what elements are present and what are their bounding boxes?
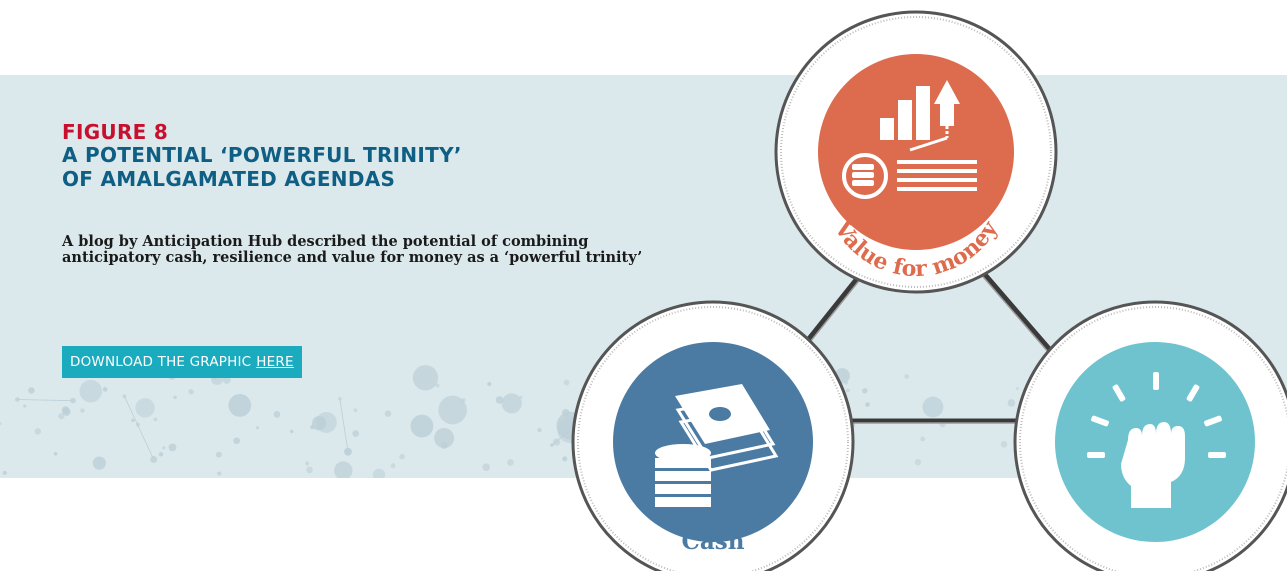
node-value-for-money: Value for money	[774, 10, 1058, 294]
description-line: A blog by Anticipation Hub described the…	[62, 233, 589, 250]
node-cash: Cash	[571, 300, 855, 571]
download-label: DOWNLOAD THE GRAPHIC	[70, 354, 252, 370]
download-link[interactable]: HERE	[256, 354, 294, 370]
chart-arrow-money-icon	[842, 80, 977, 199]
raised-fist-icon	[1087, 372, 1226, 508]
figure-label: FIGURE 8	[62, 120, 169, 144]
title-line: A POTENTIAL ‘POWERFUL TRINITY’	[62, 143, 462, 167]
banknotes-coins-icon	[655, 384, 779, 507]
title-line: OF AMALGAMATED AGENDAS	[62, 167, 396, 191]
download-graphic-button[interactable]: DOWNLOAD THE GRAPHIC HERE	[62, 346, 302, 378]
node-resilience: Resilience	[1013, 300, 1287, 571]
cash-label: Cash	[682, 528, 745, 555]
description-line: anticipatory cash, resilience and value …	[62, 249, 643, 266]
figure-description: A blog by Anticipation Hub described the…	[62, 234, 782, 266]
figure-title: A POTENTIAL ‘POWERFUL TRINITY’ OF AMALGA…	[62, 143, 582, 191]
